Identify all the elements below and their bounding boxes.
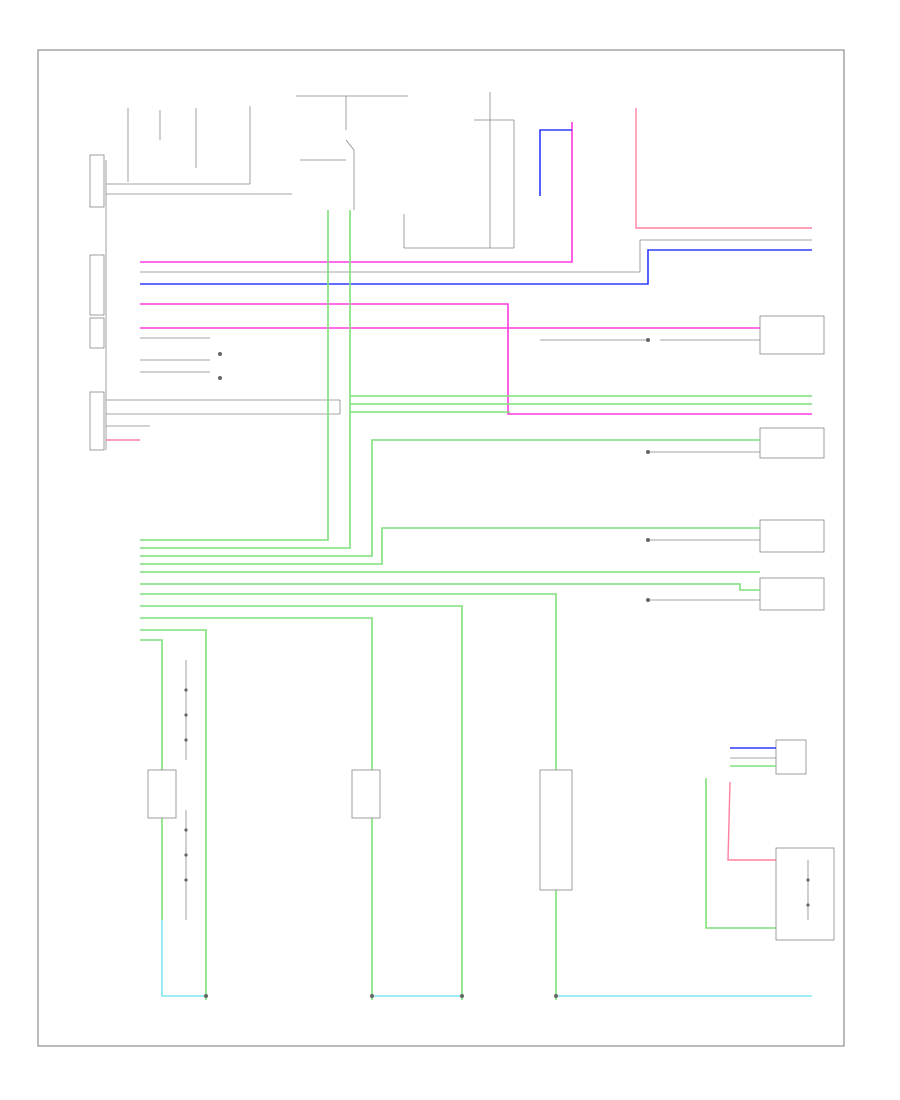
top-left-fuse-group bbox=[106, 92, 515, 249]
left-ecu-connector bbox=[89, 154, 107, 451]
component-box-3 bbox=[539, 769, 573, 891]
component-box-1 bbox=[147, 769, 177, 819]
junction-dots bbox=[204, 338, 650, 998]
pink-wire-top bbox=[635, 108, 812, 229]
blue-wire bbox=[140, 249, 812, 285]
magenta-wire-1 bbox=[140, 122, 573, 263]
right-connector-3 bbox=[759, 519, 825, 553]
switch-contacts bbox=[184, 660, 188, 920]
right-connector-4 bbox=[759, 577, 825, 611]
right-connector-2 bbox=[759, 427, 825, 459]
bottom-right-module bbox=[705, 739, 835, 941]
diagram-frame bbox=[37, 49, 845, 1047]
component-box-2 bbox=[351, 769, 381, 819]
right-connector-1 bbox=[759, 315, 825, 355]
cyan-ground-1 bbox=[161, 920, 206, 997]
blue-wire-upper bbox=[539, 129, 572, 196]
magenta-wire-2 bbox=[140, 303, 812, 415]
